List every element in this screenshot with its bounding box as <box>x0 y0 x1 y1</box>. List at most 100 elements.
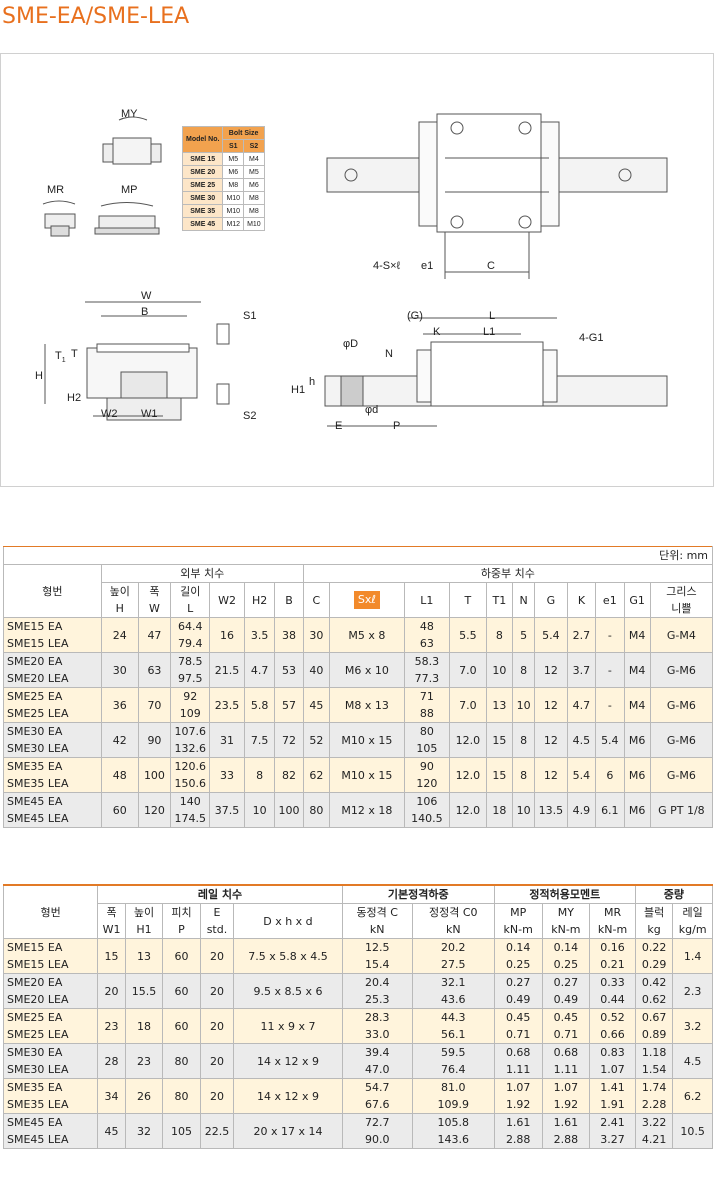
header-n: N <box>512 582 536 618</box>
header-c: C <box>302 582 331 618</box>
cell: 40 <box>302 652 331 688</box>
cell: M4 <box>623 617 651 653</box>
cell: 8 <box>243 757 276 793</box>
cell: 57 <box>274 687 304 723</box>
cell: 12 <box>534 722 568 758</box>
mini-cell: SME 30 <box>181 191 224 205</box>
dim-s1: S1 <box>243 310 257 322</box>
cell: 22.5 <box>199 1113 235 1149</box>
mini-cell: SME 25 <box>181 178 224 192</box>
header-b: B <box>274 582 304 618</box>
cell: G-M6 <box>649 652 714 688</box>
cell: 30 <box>302 617 331 653</box>
cell: M6 <box>623 792 651 828</box>
mini-header-s1: S1 <box>222 139 245 153</box>
mini-cell: SME 20 <box>181 165 224 179</box>
cell: 80 <box>162 1043 201 1079</box>
mini-cell: M4 <box>243 152 265 166</box>
header-k: K <box>566 582 597 618</box>
cell: 20 <box>199 973 235 1009</box>
cell: 3.7 <box>566 652 597 688</box>
moment-label-my: MY <box>121 108 138 120</box>
cell: 80 <box>302 792 331 828</box>
mini-cell: M10 <box>243 217 265 231</box>
cell: 32 <box>124 1113 164 1149</box>
cell: 60 <box>162 973 201 1009</box>
dim-w1: W1 <box>141 408 158 420</box>
cell: M10 x 15 <box>329 722 405 758</box>
cell: 12.0 <box>448 792 487 828</box>
cell: 47 <box>137 617 172 653</box>
dim-c: C <box>487 260 495 272</box>
cell: 18 <box>485 792 514 828</box>
header-model: 형번 <box>2 884 99 939</box>
cell: 14 x 12 x 9 <box>233 1043 343 1079</box>
cell: 18 <box>124 1008 164 1044</box>
header-g1: G1 <box>623 582 651 618</box>
header-l1: L1 <box>403 582 450 618</box>
cell: M4 <box>623 687 651 723</box>
cell: 20 <box>199 1078 235 1114</box>
cell: 23.5 <box>209 687 245 723</box>
cell: 6.1 <box>595 792 625 828</box>
dim-l1: L1 <box>483 326 496 338</box>
cell: 15 <box>485 722 514 758</box>
header-dhd: D x h x d <box>233 903 343 939</box>
cell: 48 <box>100 757 139 793</box>
technical-drawing: MY MR MP Model No. Bolt Size S1 S2 SME 1… <box>0 53 714 487</box>
cell: 28 <box>97 1043 126 1079</box>
dim-b: B <box>141 306 149 318</box>
cell: 8 <box>512 652 536 688</box>
header-load-group: 하중부 치수 <box>302 564 714 583</box>
cell: 5.5 <box>448 617 487 653</box>
cell: - <box>595 687 625 723</box>
cell: 33 <box>209 757 245 793</box>
mini-cell: M5 <box>243 165 265 179</box>
cell: 82 <box>274 757 304 793</box>
cell: 6.2 <box>672 1078 713 1114</box>
dim-g1: 4-G1 <box>579 332 604 344</box>
cell: 12 <box>534 757 568 793</box>
header-h2: H2 <box>243 582 276 618</box>
cell: - <box>595 617 625 653</box>
mini-cell: M6 <box>222 165 245 179</box>
cell: 4.7 <box>243 652 276 688</box>
cell: 30 <box>100 652 139 688</box>
cell: 31 <box>209 722 245 758</box>
mini-cell: SME 15 <box>181 152 224 166</box>
header-w2: W2 <box>209 582 245 618</box>
cell: G PT 1/8 <box>649 792 714 828</box>
cell: 1.4 <box>672 938 713 974</box>
cell: 4.5 <box>566 722 597 758</box>
cell: 15 <box>485 757 514 793</box>
cell: 60 <box>162 938 201 974</box>
cell: 10.5 <box>672 1113 713 1149</box>
cell: 53 <box>274 652 304 688</box>
drawing-svg <box>42 113 668 427</box>
dim-e1: e1 <box>421 260 434 272</box>
